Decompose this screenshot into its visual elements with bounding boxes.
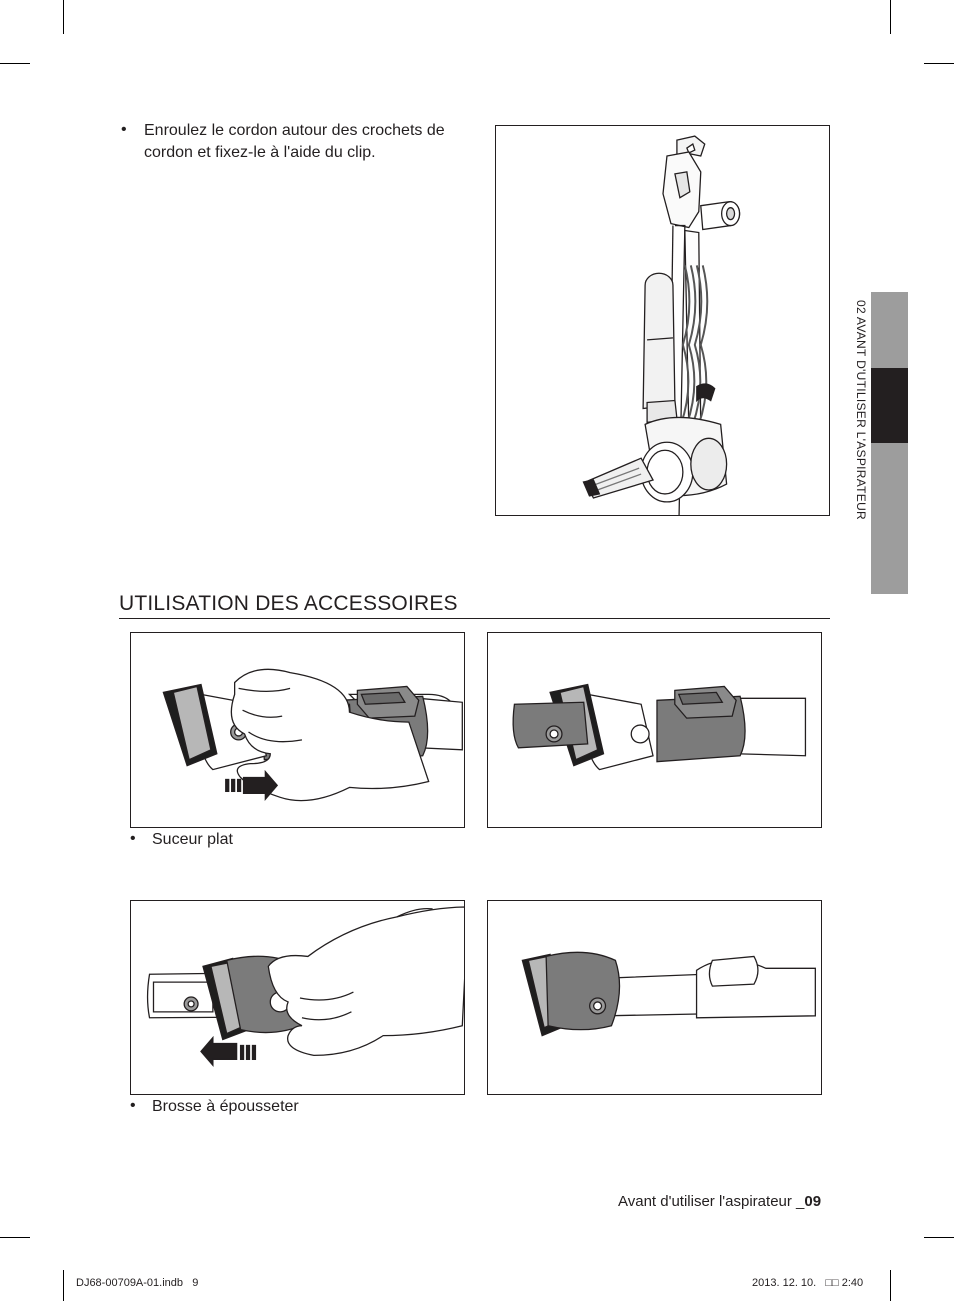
chapter-tab-dark	[871, 368, 908, 443]
crop-mark	[63, 1270, 64, 1301]
page-footer-label: Avant d'utiliser l'aspirateur _	[618, 1193, 805, 1210]
crop-mark	[0, 63, 30, 64]
dusting-caption: Brosse à épousseter	[152, 1098, 299, 1115]
intro-text: Enroulez le cordon autour des crochets d…	[144, 120, 484, 164]
crevice-step-2-illustration	[487, 632, 822, 828]
vacuum-illustration	[495, 125, 830, 516]
chapter-label: 02 AVANT D'UTILISER L'ASPIRATEUR	[846, 300, 868, 590]
section-rule	[119, 618, 830, 619]
crop-mark	[890, 0, 891, 34]
intro-line-2: cordon et fixez-le à l'aide du clip.	[144, 144, 376, 161]
bullet-dot: •	[130, 830, 136, 847]
bullet-dot: •	[121, 121, 127, 138]
crevice-caption: Suceur plat	[152, 831, 233, 848]
section-title: UTILISATION DES ACCESSOIRES	[119, 592, 458, 615]
crop-mark	[0, 1237, 30, 1238]
crop-mark	[63, 0, 64, 34]
crevice-step-1-illustration	[130, 632, 465, 828]
crop-mark	[890, 1270, 891, 1301]
page-footer: Avant d'utiliser l'aspirateur _09	[618, 1193, 821, 1210]
crop-mark	[924, 1237, 954, 1238]
print-date-info: 2013. 12. 10. □□ 2:40	[752, 1277, 864, 1289]
bullet-dot: •	[130, 1097, 136, 1114]
intro-line-1: Enroulez le cordon autour des crochets d…	[144, 122, 445, 139]
dusting-step-2-illustration	[487, 900, 822, 1095]
page-number: 09	[804, 1193, 822, 1210]
print-file-info: DJ68-00709A-01.indb 9	[76, 1277, 199, 1289]
dusting-step-1-illustration	[130, 900, 465, 1095]
crop-mark	[924, 63, 954, 64]
chapter-tab-light	[871, 292, 908, 594]
